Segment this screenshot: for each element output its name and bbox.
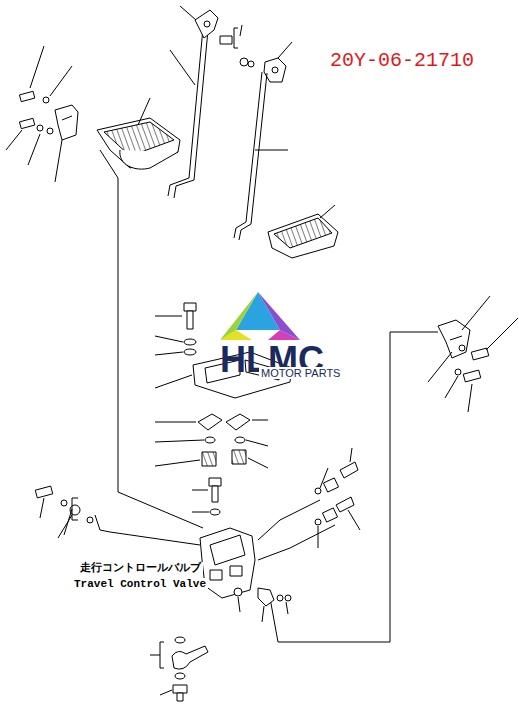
part-label: Travel Control Valve <box>72 578 208 590</box>
leader-line <box>6 6 518 695</box>
watermark: MOTOR PARTS <box>259 367 342 379</box>
travel-control-valve <box>200 528 255 598</box>
fitting <box>258 462 358 606</box>
logo-mark <box>220 292 300 340</box>
part-label: 走行コントロールバルブ <box>78 562 203 574</box>
pedal-rod <box>168 28 208 198</box>
left-pedal <box>19 91 180 169</box>
part-number: 20Y-06-21710 <box>330 50 474 72</box>
pedal-rod <box>234 72 267 240</box>
banjo-fitting <box>172 637 208 701</box>
bolt <box>35 486 93 523</box>
rod-end <box>195 10 286 82</box>
valve-cover <box>184 303 292 515</box>
